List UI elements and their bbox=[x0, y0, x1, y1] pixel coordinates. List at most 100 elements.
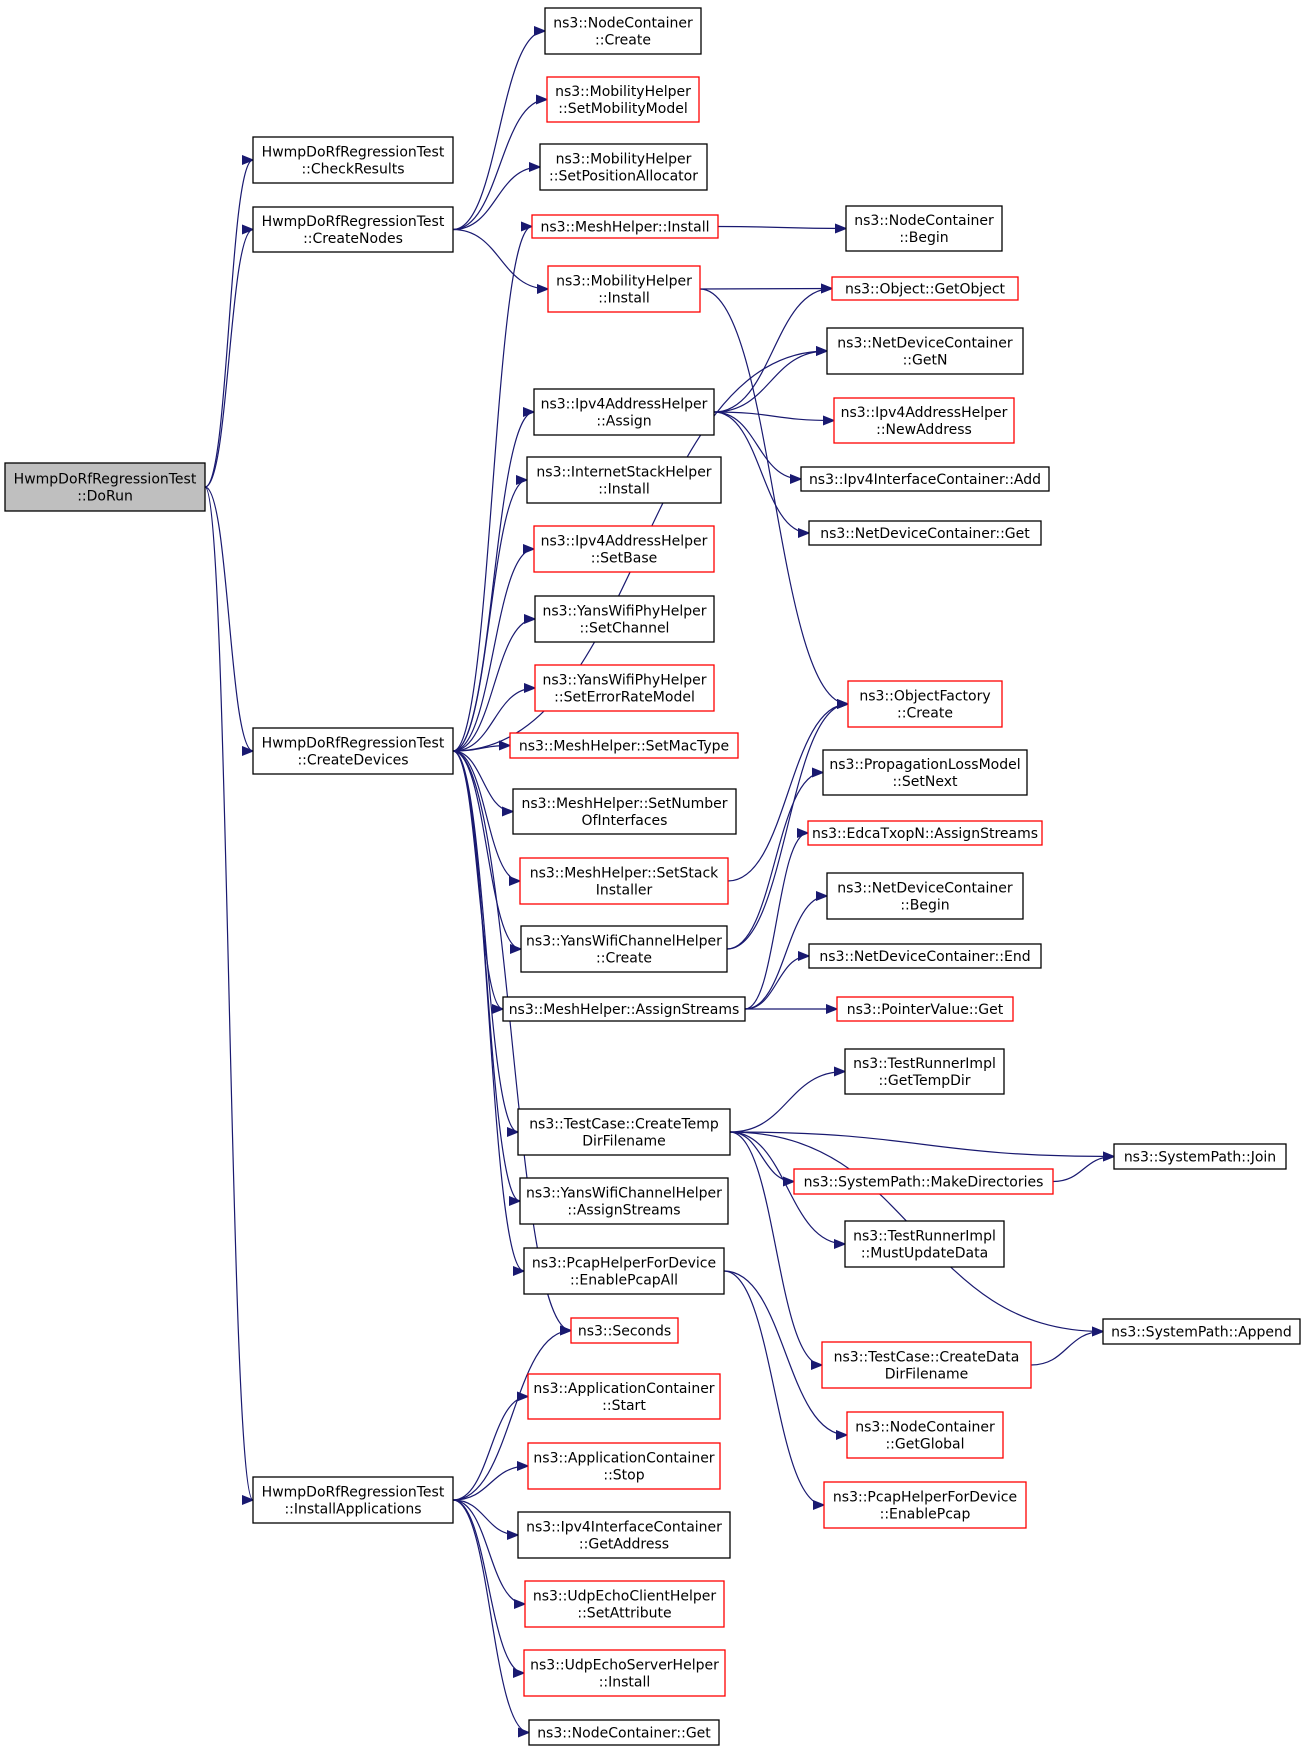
node-label-line: ns3::TestRunnerImpl bbox=[853, 1229, 996, 1245]
edge-path bbox=[452, 480, 528, 752]
node-mob_setpos[interactable]: ns3::MobilityHelper::SetPositionAllocato… bbox=[539, 143, 708, 191]
node-createdevices[interactable]: HwmpDoRfRegressionTest::CreateDevices bbox=[252, 727, 454, 775]
node-label-line: ::MustUpdateData bbox=[861, 1246, 988, 1262]
node-sp_join[interactable]: ns3::SystemPath::Join bbox=[1113, 1143, 1287, 1170]
node-label-line: ns3::YansWifiChannelHelper bbox=[526, 934, 722, 950]
node-ipv4_setbase[interactable]: ns3::Ipv4AddressHelper::SetBase bbox=[533, 525, 715, 573]
edge-createdevices-to-mesh_assignstreams bbox=[452, 750, 504, 1009]
edge-path bbox=[452, 750, 521, 881]
node-label-line: Installer bbox=[596, 883, 653, 899]
edge-path bbox=[452, 167, 540, 231]
node-label-line: ns3::Object::GetObject bbox=[845, 282, 1006, 298]
node-label-line: ::SetChannel bbox=[580, 621, 670, 637]
node-yphy_setchannel[interactable]: ns3::YansWifiPhyHelper::SetChannel bbox=[534, 595, 715, 643]
node-box bbox=[833, 397, 1015, 444]
node-yphy_seterr[interactable]: ns3::YansWifiPhyHelper::SetErrorRateMode… bbox=[534, 664, 715, 712]
node-ndc_get[interactable]: ns3::NetDeviceContainer::Get bbox=[808, 520, 1042, 546]
node-box bbox=[527, 1442, 721, 1490]
node-box bbox=[847, 680, 1003, 728]
node-box bbox=[533, 525, 715, 573]
node-udpserver_install[interactable]: ns3::UdpEchoServerHelper::Install bbox=[523, 1649, 726, 1697]
node-box bbox=[4, 462, 206, 512]
node-edca_assign[interactable]: ns3::EdcaTxopN::AssignStreams bbox=[807, 820, 1043, 846]
node-nc_create[interactable]: ns3::NodeContainer::Create bbox=[544, 7, 702, 55]
edge-path bbox=[204, 486, 254, 1500]
node-box bbox=[808, 520, 1042, 546]
node-label-line: ::GetGlobal bbox=[885, 1437, 964, 1453]
edge-tc_createtemp-to-tri_gettempdir bbox=[729, 1072, 845, 1133]
node-label-line: ns3::Ipv4AddressHelper bbox=[541, 534, 708, 550]
node-pcap_enableall[interactable]: ns3::PcapHelperForDevice::EnablePcapAll bbox=[523, 1247, 725, 1295]
nodes-layer: HwmpDoRfRegressionTest::DoRunHwmpDoRfReg… bbox=[4, 7, 1301, 1746]
node-app_start[interactable]: ns3::ApplicationContainer::Start bbox=[527, 1373, 721, 1420]
node-nc_get[interactable]: ns3::NodeContainer::Get bbox=[528, 1719, 720, 1746]
edge-pcap_enableall-to-pcap_enable bbox=[723, 1270, 824, 1505]
node-sp_makedirs[interactable]: ns3::SystemPath::MakeDirectories bbox=[793, 1168, 1054, 1195]
node-label-line: ns3::MobilityHelper bbox=[555, 84, 691, 100]
node-checkresults[interactable]: HwmpDoRfRegressionTest::CheckResults bbox=[252, 136, 454, 184]
node-label-line: HwmpDoRfRegressionTest bbox=[262, 1485, 445, 1501]
node-sp_append[interactable]: ns3::SystemPath::Append bbox=[1102, 1318, 1301, 1345]
node-ipv4_assign[interactable]: ns3::Ipv4AddressHelper::Assign bbox=[533, 388, 715, 436]
edge-tc_createtemp-to-sp_join bbox=[729, 1131, 1114, 1157]
node-seconds[interactable]: ns3::Seconds bbox=[570, 1317, 679, 1344]
node-dorun[interactable]: HwmpDoRfRegressionTest::DoRun bbox=[4, 462, 206, 512]
node-nc_getglobal[interactable]: ns3::NodeContainer::GetGlobal bbox=[846, 1411, 1004, 1459]
edge-path bbox=[713, 289, 832, 413]
node-label-line: ns3::NodeContainer bbox=[855, 1420, 995, 1436]
node-installapps[interactable]: HwmpDoRfRegressionTest::InstallApplicati… bbox=[252, 1476, 454, 1524]
edge-path bbox=[744, 956, 809, 1010]
node-mob_install[interactable]: ns3::MobilityHelper::Install bbox=[547, 265, 701, 313]
node-label-line: ::Stop bbox=[603, 1468, 644, 1484]
node-prop_setnext[interactable]: ns3::PropagationLossModel::SetNext bbox=[822, 749, 1028, 796]
edge-path bbox=[699, 288, 848, 704]
node-box bbox=[502, 996, 746, 1022]
edge-sp_makedirs-to-sp_join bbox=[1052, 1157, 1114, 1183]
node-ipv4ic_add[interactable]: ns3::Ipv4InterfaceContainer::Add bbox=[800, 466, 1050, 492]
node-nc_begin[interactable]: ns3::NodeContainer::Begin bbox=[845, 205, 1003, 252]
node-label-line: ns3::InternetStackHelper bbox=[536, 465, 711, 481]
node-objfactory_create[interactable]: ns3::ObjectFactory::Create bbox=[847, 680, 1003, 728]
node-ipv4ic_getaddr[interactable]: ns3::Ipv4InterfaceContainer::GetAddress bbox=[517, 1511, 731, 1559]
node-pcap_enable[interactable]: ns3::PcapHelperForDevice::EnablePcap bbox=[823, 1481, 1027, 1529]
node-box bbox=[526, 456, 722, 504]
node-udpclient_setattr[interactable]: ns3::UdpEchoClientHelper::SetAttribute bbox=[524, 1580, 725, 1628]
edge-path bbox=[713, 411, 809, 533]
edge-tc_createdata-to-sp_append bbox=[1030, 1332, 1103, 1366]
node-mesh_setmac[interactable]: ns3::MeshHelper::SetMacType bbox=[509, 732, 739, 759]
edge-pcap_enableall-to-nc_getglobal bbox=[723, 1270, 847, 1435]
node-box bbox=[1113, 1143, 1287, 1170]
node-ndc_getn[interactable]: ns3::NetDeviceContainer::GetN bbox=[826, 327, 1024, 375]
node-ptr_get[interactable]: ns3::PointerValue::Get bbox=[836, 996, 1014, 1022]
node-ipv4_newaddr[interactable]: ns3::Ipv4AddressHelper::NewAddress bbox=[833, 397, 1015, 444]
edge-path bbox=[729, 1131, 822, 1365]
node-tri_gettempdir[interactable]: ns3::TestRunnerImpl::GetTempDir bbox=[844, 1048, 1005, 1095]
node-createnodes[interactable]: HwmpDoRfRegressionTest::CreateNodes bbox=[252, 206, 454, 253]
edge-path bbox=[744, 833, 809, 1010]
edge-path bbox=[726, 704, 848, 950]
node-obj_getobject[interactable]: ns3::Object::GetObject bbox=[831, 276, 1019, 301]
node-mob_setmodel[interactable]: ns3::MobilityHelper::SetMobilityModel bbox=[546, 76, 700, 123]
node-mesh_install[interactable]: ns3::MeshHelper::Install bbox=[531, 214, 719, 239]
node-box bbox=[547, 265, 701, 313]
node-ychan_assign[interactable]: ns3::YansWifiChannelHelper::AssignStream… bbox=[519, 1177, 729, 1225]
node-label-line: DirFilename bbox=[582, 1134, 666, 1150]
node-box bbox=[509, 732, 739, 759]
edge-installapps-to-seconds bbox=[452, 1331, 571, 1501]
node-label-line: ::SetErrorRateModel bbox=[554, 690, 695, 706]
node-ndc_end[interactable]: ns3::NetDeviceContainer::End bbox=[808, 943, 1042, 969]
node-ndc_begin[interactable]: ns3::NetDeviceContainer::Begin bbox=[826, 872, 1024, 920]
node-label-line: HwmpDoRfRegressionTest bbox=[262, 214, 445, 230]
node-app_stop[interactable]: ns3::ApplicationContainer::Stop bbox=[527, 1442, 721, 1490]
edge-path bbox=[729, 1131, 1114, 1157]
node-tri_mustupdate[interactable]: ns3::TestRunnerImpl::MustUpdateData bbox=[844, 1220, 1005, 1268]
node-inet_install[interactable]: ns3::InternetStackHelper::Install bbox=[526, 456, 722, 504]
node-mesh_assignstreams[interactable]: ns3::MeshHelper::AssignStreams bbox=[502, 996, 746, 1022]
edge-mob_install-to-obj_getobject bbox=[699, 289, 832, 290]
node-label-line: ::Install bbox=[598, 291, 650, 307]
node-ychan_create[interactable]: ns3::YansWifiChannelHelper::Create bbox=[520, 925, 728, 973]
